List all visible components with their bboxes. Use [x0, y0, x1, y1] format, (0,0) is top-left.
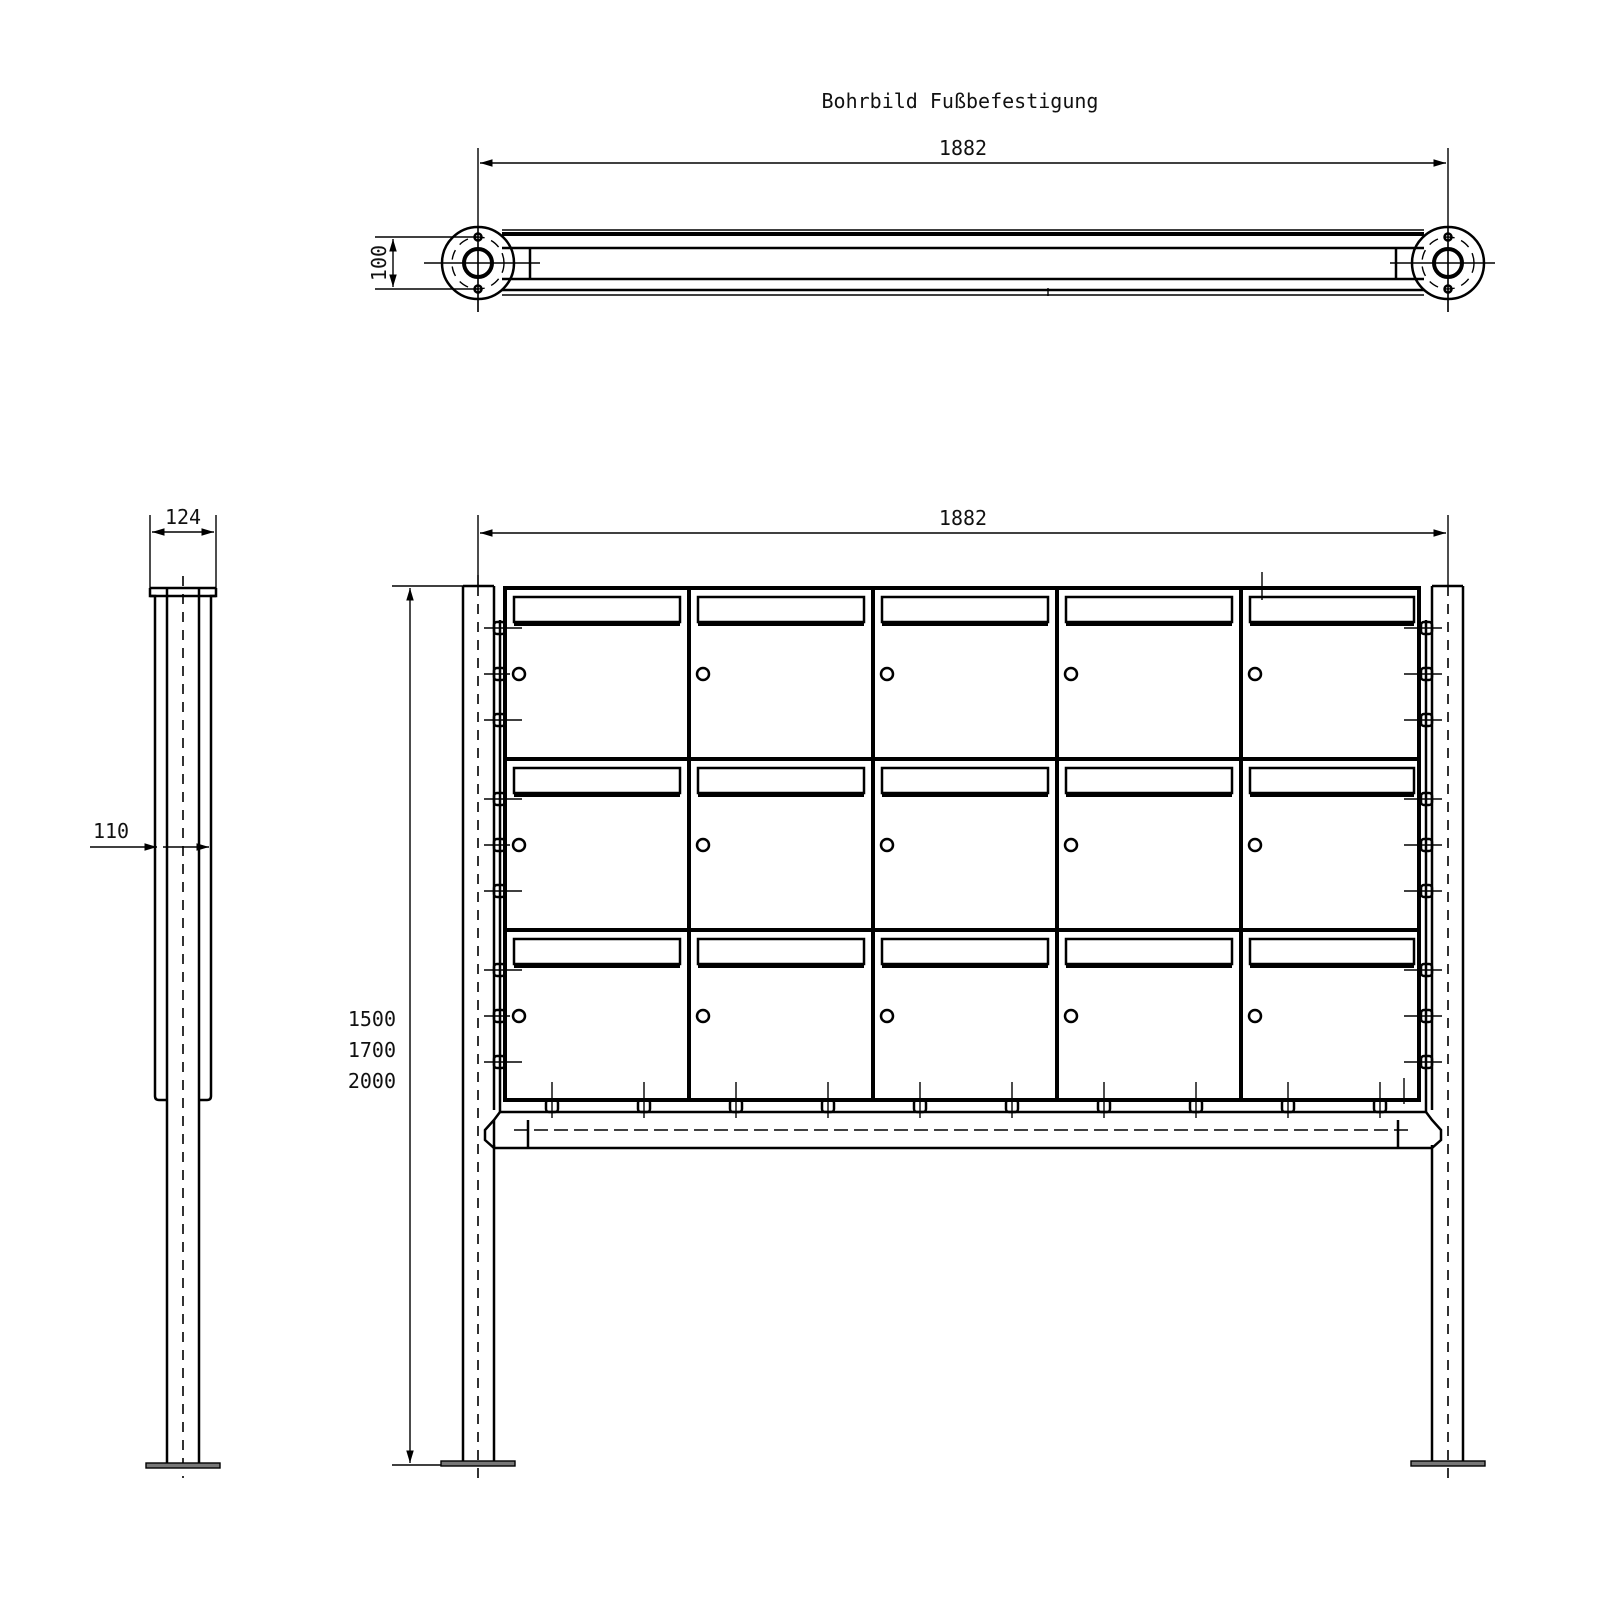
left-side-bolts: [484, 620, 522, 1070]
lock-icon: [695, 1008, 711, 1024]
lock-icon: [1247, 1008, 1263, 1024]
right-foot-plate: [1410, 1460, 1486, 1467]
mailbox-block: [503, 586, 1421, 1102]
bottom-crossbar: [483, 1110, 1443, 1150]
side-view: 124 110: [90, 505, 221, 1478]
lock-icon: [879, 837, 895, 853]
mailbox: [695, 595, 866, 682]
mailbox: [879, 766, 1050, 853]
height-option-1700: 1700: [348, 1038, 396, 1062]
lock-icon: [511, 666, 527, 682]
left-foot-plate: [440, 1460, 516, 1467]
top-view: Bohrbild Fußbefestigung 1882 100: [367, 89, 1495, 312]
mailbox: [695, 937, 866, 1024]
lock-icon: [879, 1008, 895, 1024]
lock-icon: [1063, 837, 1079, 853]
top-view-title: Bohrbild Fußbefestigung: [822, 89, 1099, 113]
side-top-width-dimension: 124: [149, 505, 217, 588]
front-width-dimension: 1882: [477, 506, 1449, 586]
side-124-label: 124: [165, 505, 201, 529]
mailbox: [1063, 595, 1234, 682]
lock-icon: [695, 837, 711, 853]
mailbox: [511, 766, 682, 853]
mailbox: [1063, 766, 1234, 853]
side-post-dimension: 110: [90, 819, 209, 851]
top-depth-label: 100: [367, 245, 391, 281]
height-option-1500: 1500: [348, 1007, 396, 1031]
right-foot-flange: [1390, 225, 1495, 312]
side-110-label: 110: [93, 819, 129, 843]
lock-icon: [695, 666, 711, 682]
front-height-dimension: 1500 1700 2000: [348, 585, 478, 1466]
lock-icon: [511, 1008, 527, 1024]
mailbox: [511, 937, 682, 1024]
mailbox: [879, 595, 1050, 682]
mailbox: [1247, 937, 1416, 1024]
mailboxes: [511, 572, 1416, 1024]
lock-icon: [1063, 666, 1079, 682]
lock-icon: [1063, 1008, 1079, 1024]
lock-icon: [511, 837, 527, 853]
left-foot-flange: [424, 225, 540, 312]
mailbox: [1063, 937, 1234, 1024]
mailbox: [511, 595, 682, 682]
right-side-bolts: [1404, 620, 1442, 1070]
bottom-bolts: [544, 1078, 1405, 1118]
mailbox: [1247, 766, 1416, 853]
side-foot-plate: [145, 1462, 221, 1469]
lock-icon: [1247, 837, 1263, 853]
mailbox: [695, 766, 866, 853]
lock-icon: [1247, 666, 1263, 682]
lock-icon: [879, 666, 895, 682]
top-view-rails: [502, 229, 1424, 296]
mailbox: [1247, 572, 1416, 682]
front-width-label: 1882: [939, 506, 987, 530]
front-view: 1882 1500 1700 2000: [348, 506, 1486, 1478]
top-view-depth-dimension: 100: [367, 236, 478, 290]
top-width-label: 1882: [939, 136, 987, 160]
height-option-2000: 2000: [348, 1069, 396, 1093]
top-view-width-dimension: 1882: [477, 136, 1449, 312]
mailbox-grid: [505, 588, 1419, 1100]
mailbox: [879, 937, 1050, 1024]
